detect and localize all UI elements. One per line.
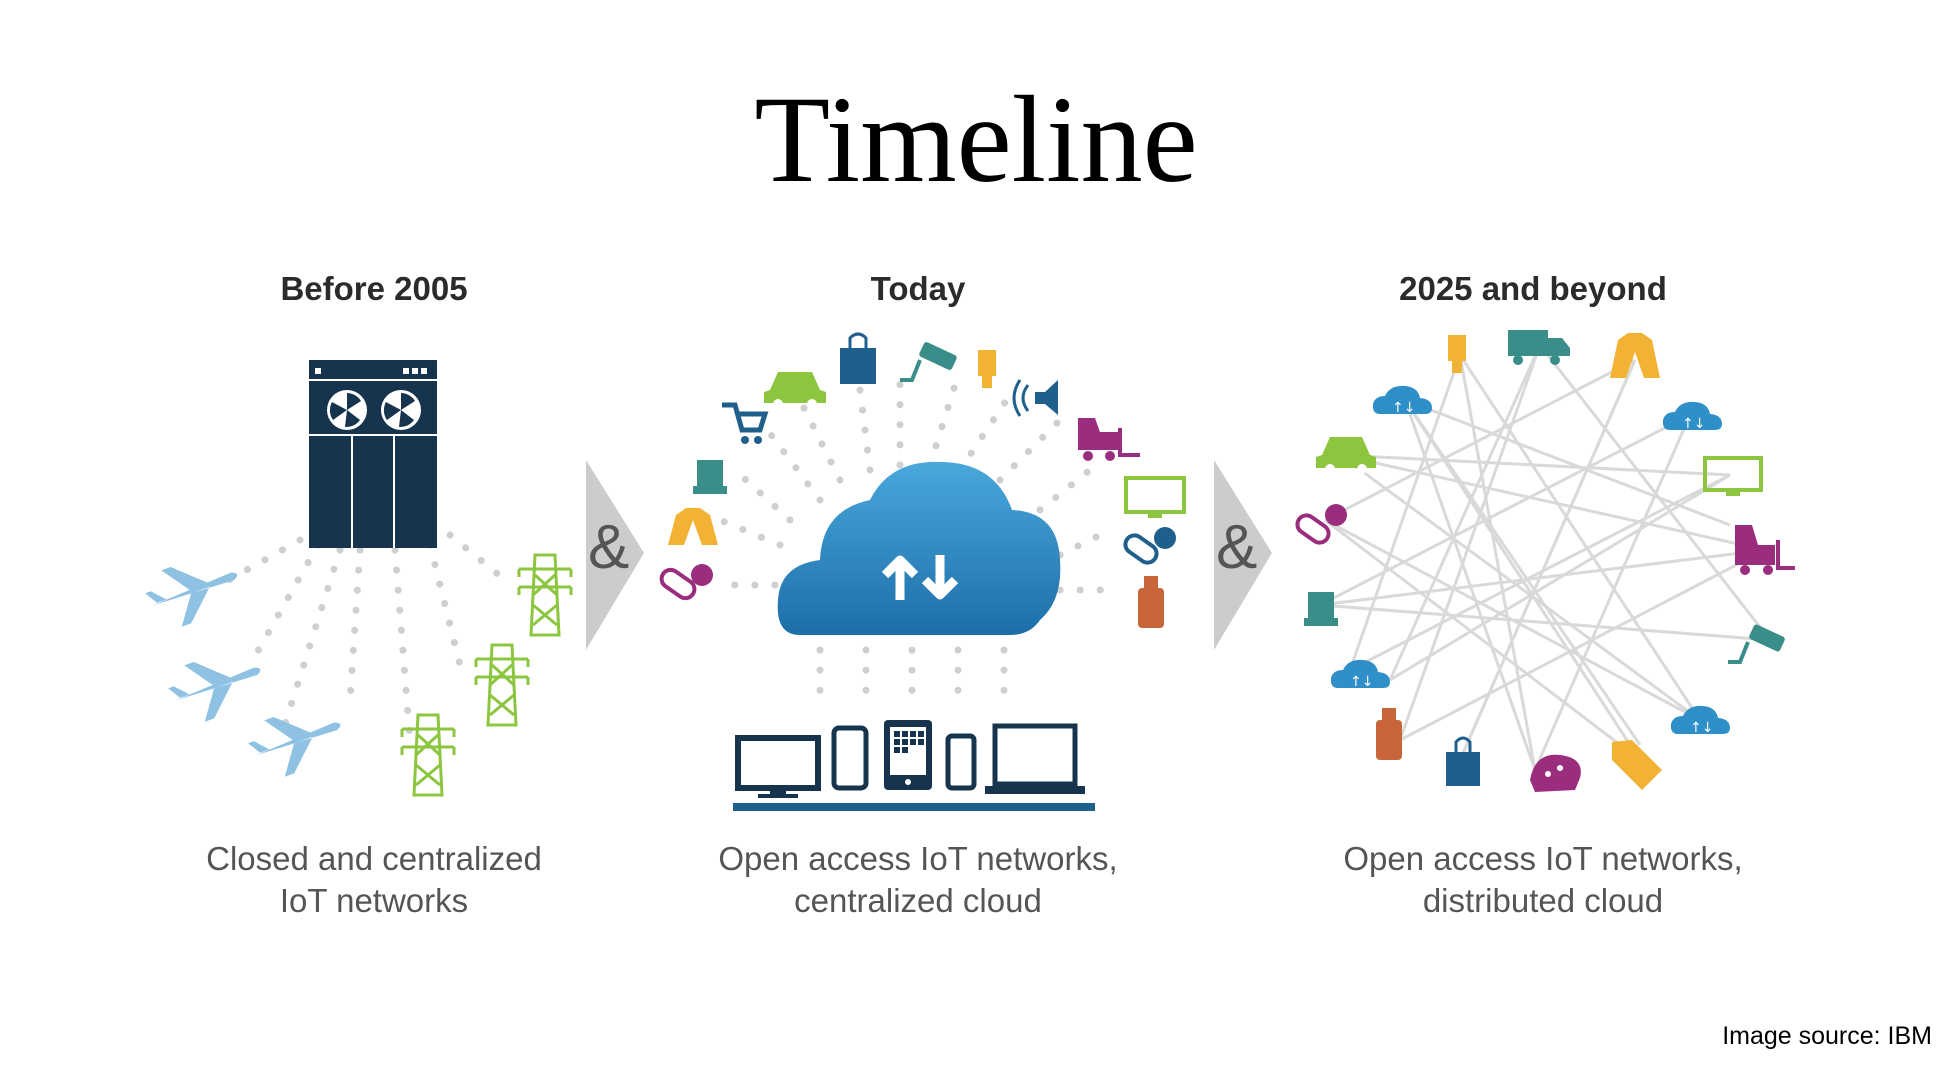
panel-heading-2025: 2025 and beyond <box>1399 270 1667 307</box>
bread-icon <box>1530 754 1581 792</box>
caption-line: Open access IoT networks, <box>1343 840 1743 877</box>
server-icon <box>309 360 437 548</box>
panel-caption-before-2005: Closed and centralized IoT networks <box>94 838 654 922</box>
bottle-icon <box>1376 708 1402 760</box>
ampersand-separator-1: & <box>588 513 630 582</box>
blender-icon <box>693 460 727 494</box>
svg-text:↑↓: ↑↓ <box>1392 400 1415 416</box>
laptop-icon <box>985 723 1085 794</box>
smartphone-icon <box>945 733 977 791</box>
svg-text:↑↓: ↑↓ <box>1350 674 1373 690</box>
forklift-icon <box>1735 525 1795 575</box>
power-pylon-icon <box>474 643 530 727</box>
cloud-node-icon: ↑↓ <box>1662 401 1722 432</box>
tv-icon <box>1703 456 1763 496</box>
dotted-connectors <box>216 531 509 744</box>
monitor-icon <box>735 735 821 798</box>
mesh-connections <box>1319 344 1772 771</box>
shopping-bag-icon <box>1446 736 1480 786</box>
devices-row <box>733 720 1095 811</box>
power-pylon-icon <box>517 553 573 637</box>
car-icon <box>1316 437 1376 474</box>
cloud-icon <box>777 461 1061 635</box>
before-2005-graphic <box>145 360 573 797</box>
airplane-icon <box>168 661 261 722</box>
speaker-icon <box>1012 379 1058 417</box>
panel-heading-today: Today <box>870 270 966 307</box>
airplane-icon <box>248 716 341 777</box>
pills-icon <box>1295 504 1347 545</box>
today-graphic <box>659 332 1186 811</box>
tv-icon <box>1124 476 1186 518</box>
ampersand-separator-2: & <box>1216 513 1258 582</box>
panel-heading-before-2005: Before 2005 <box>280 270 468 307</box>
blender-icon <box>1304 592 1338 626</box>
airplane-icon <box>145 566 238 627</box>
power-pylon-icon <box>400 713 456 797</box>
svg-text:↑↓: ↑↓ <box>1690 720 1713 736</box>
cloud-node-icon: ↑↓ <box>1670 705 1730 736</box>
airplane-icons <box>145 566 341 777</box>
panel-caption-2025: Open access IoT networks, distributed cl… <box>1263 838 1823 922</box>
arrow-separator-2 <box>1214 460 1272 650</box>
pills-icon <box>1123 527 1176 565</box>
cloud-node-icon: ↑↓ <box>1330 659 1390 690</box>
forklift-icon <box>1078 418 1140 461</box>
caption-line: centralized cloud <box>794 882 1042 919</box>
bottle-icon <box>1138 576 1164 628</box>
future-graphic: ↑↓ ↑↓ ↑↓ ↑↓ <box>1295 330 1795 792</box>
lightbulb-icon <box>1448 335 1466 373</box>
car-icon <box>764 372 826 409</box>
svg-text:↑↓: ↑↓ <box>1682 416 1705 432</box>
dotted-connectors <box>716 376 1124 709</box>
security-camera-icon <box>1728 624 1785 664</box>
power-pylon-icons <box>400 553 573 797</box>
lightbulb-icon <box>978 350 996 388</box>
phone-icon <box>831 725 869 791</box>
caption-line: distributed cloud <box>1422 882 1664 919</box>
caption-line: Open access IoT networks, <box>718 840 1118 877</box>
slide-title: Timeline <box>754 71 1198 208</box>
jacket-icon <box>668 508 718 545</box>
shopping-bag-icon <box>840 332 876 384</box>
panel-caption-today: Open access IoT networks, centralized cl… <box>638 838 1198 922</box>
caption-line: IoT networks <box>279 882 469 919</box>
image-source-credit: Image source: IBM <box>1722 1022 1932 1050</box>
security-camera-icon <box>900 342 957 382</box>
tablet-icon <box>884 720 932 790</box>
arrow-separator-1 <box>586 460 644 650</box>
cart-icon <box>722 402 769 444</box>
cloud-node-icon: ↑↓ <box>1372 385 1432 416</box>
caption-line: Closed and centralized <box>206 840 542 877</box>
truck-icon <box>1508 330 1570 365</box>
pills-icon <box>659 564 713 601</box>
price-tag-icon <box>1612 740 1662 790</box>
jacket-icon <box>1610 333 1660 378</box>
